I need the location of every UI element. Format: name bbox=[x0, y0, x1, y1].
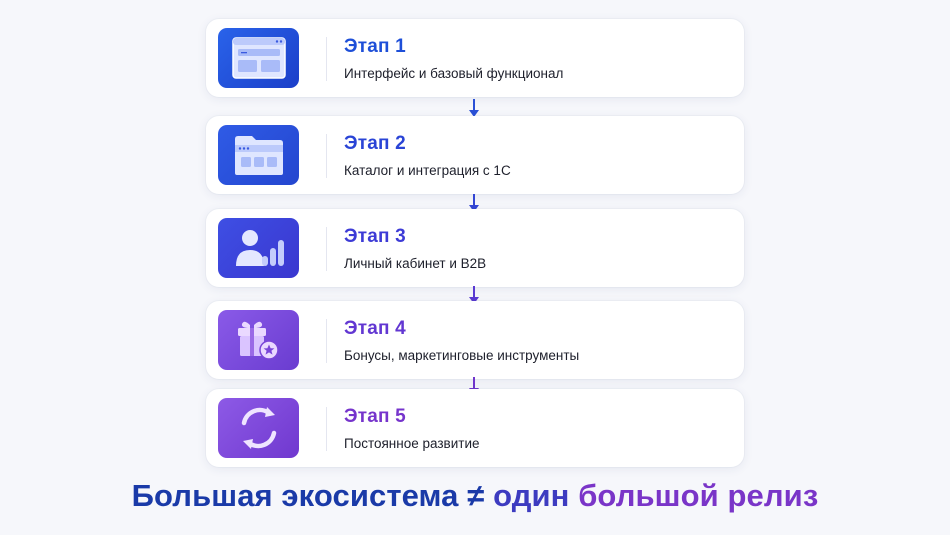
stage-title: Этап 3 bbox=[344, 226, 406, 247]
gift-star-icon bbox=[218, 310, 299, 370]
not-equal-symbol: ≠ bbox=[467, 478, 485, 513]
stage-description: Бонусы, маркетинговые инструменты bbox=[344, 348, 580, 363]
refresh-cycle-icon bbox=[218, 398, 299, 458]
stage-title: Этап 5 bbox=[344, 406, 406, 427]
stage-divider bbox=[326, 227, 327, 271]
browser-window-icon bbox=[218, 28, 299, 88]
stage-description: Постоянное развитие bbox=[344, 436, 480, 451]
stage-card-3: Этап 3 Личный кабинет и B2B bbox=[206, 209, 744, 287]
headline-part1: Большая экосистема bbox=[131, 478, 459, 513]
stage-card-1: Этап 1 Интерфейс и базовый функционал bbox=[206, 19, 744, 97]
stage-card-4: Этап 4 Бонусы, маркетинговые инструменты bbox=[206, 301, 744, 379]
stage-card-5: Этап 5 Постоянное развитие bbox=[206, 389, 744, 467]
stage-divider bbox=[326, 407, 327, 451]
stage-title: Этап 4 bbox=[344, 318, 406, 339]
arrow-down-icon bbox=[469, 99, 479, 117]
stage-divider bbox=[326, 319, 327, 363]
stage-title: Этап 1 bbox=[344, 36, 406, 57]
stage-description: Каталог и интеграция с 1С bbox=[344, 163, 511, 178]
stage-title: Этап 2 bbox=[344, 133, 406, 154]
user-chart-icon bbox=[218, 218, 299, 278]
arrow-down-icon bbox=[469, 286, 479, 304]
headline-part2: один bbox=[493, 478, 570, 513]
headline-part3: большой релиз bbox=[578, 478, 819, 513]
stage-description: Интерфейс и базовый функционал bbox=[344, 66, 564, 81]
headline: Большая экосистема ≠ один большой релиз bbox=[0, 478, 950, 514]
stage-card-2: Этап 2 Каталог и интеграция с 1С bbox=[206, 116, 744, 194]
folder-catalog-icon bbox=[218, 125, 299, 185]
stage-divider bbox=[326, 134, 327, 178]
arrow-down-icon bbox=[469, 194, 479, 212]
stage-divider bbox=[326, 37, 327, 81]
stage-description: Личный кабинет и B2B bbox=[344, 256, 487, 271]
